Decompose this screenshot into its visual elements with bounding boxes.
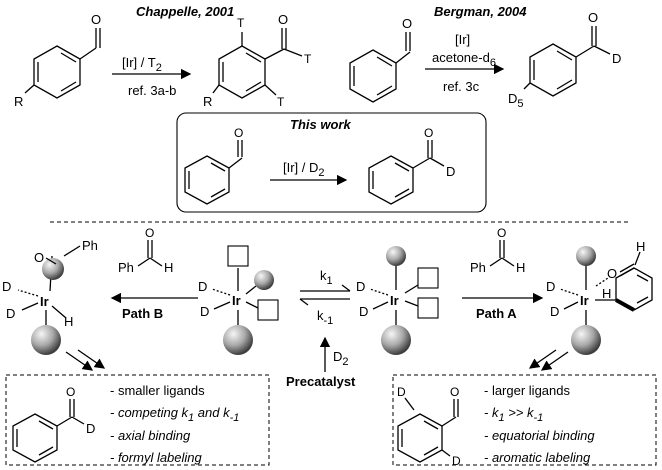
complex-cl-d-bottom: D [200,304,209,319]
complex-b-upper-sphere [42,258,64,280]
complex-cl-vacancy-side [257,299,279,321]
complex-b-lower-sphere [31,325,61,355]
right-box-item-2: - k1 >> k-1 [484,405,543,424]
complex-cl-lower-sphere [223,325,253,355]
path-b-ph: Ph [118,260,134,275]
path-a-h: H [516,260,525,275]
chappelle-product-molecule: T T O T R [203,12,312,109]
complex-cl-small-sphere [254,270,274,290]
complex-center-left: Ir D D [198,245,279,355]
complex-a-lower-sphere [571,325,601,355]
bergman-product-d5: D5 [508,91,524,110]
bergman-ref: ref. 3c [443,79,480,94]
complex-a-o: O [607,266,617,281]
right-box-d-bottom: D [452,454,461,468]
complex-cr-lower-sphere [381,325,411,355]
right-box-molecule: D O D [397,385,461,468]
complex-cl-ir: Ir [232,293,241,308]
chappelle-product-t-formyl: T [304,52,312,66]
complex-a-top-sphere [576,246,596,266]
this-work-reagent: [Ir] / D2 [283,160,325,179]
right-box-oxygen: O [450,385,459,399]
bergman-product-oxygen: O [588,10,598,25]
complex-a-d-top: D [546,279,555,294]
chappelle-start-oxygen: O [91,12,101,27]
left-box-item-2: - competing k1 and k-1 [110,405,239,424]
path-b-benzaldehyde: Ph O H [118,226,173,275]
complex-a-formyl-h: H [636,239,645,254]
chappelle-label: Chappelle, 2001 [136,4,234,19]
path-b-label: Path B [122,306,163,321]
path-a-label: Path A [476,306,517,321]
complex-a-ir: Ir [580,293,589,308]
equilibrium-arrows: k1 k-1 [299,268,351,327]
right-box-item-1: - larger ligands [484,383,570,398]
bergman-product-d: D [612,51,621,66]
this-work-label: This work [290,117,351,132]
complex-cr-vacancy-bottom [417,297,439,319]
this-work-product-molecule: O D [368,126,455,205]
right-result-box [392,374,657,466]
complex-b-d-top: D [2,279,11,294]
this-work-box [176,112,487,213]
path-b-h: H [164,260,173,275]
complex-cr-d-bottom: D [359,304,368,319]
complex-center-right: Ir D D [356,246,439,355]
chappelle-product-oxygen: O [278,12,288,27]
chappelle-ref: ref. 3a-b [128,83,176,98]
path-b-outcome-arrow [65,349,106,371]
complex-b-o: O [34,250,44,265]
this-work-start-molecule: O [184,126,243,205]
bergman-start-oxygen: O [402,16,412,31]
left-box-oxygen: O [66,385,75,399]
chappelle-product-t-top: T [237,16,245,30]
complex-path-a: Ir D D H O H [546,239,653,355]
bergman-label: Bergman, 2004 [434,4,527,19]
k1-label: k1 [320,268,333,287]
chappelle-start-r: R [14,94,23,109]
chappelle-reagent: [Ir] / T2 [122,55,162,74]
complex-b-ph: Ph [82,238,98,253]
complex-a-h: H [602,286,611,301]
bergman-reagent-ir: [Ir] [455,32,470,47]
complex-b-d-bottom: D [6,306,15,321]
this-work-product-d: D [446,164,455,179]
path-b-oxygen: O [145,226,154,240]
complex-b-h: H [64,314,73,329]
bergman-reagent-solvent: acetone-d6 [432,50,496,69]
bergman-start-molecule: O [349,16,412,103]
chappelle-start-molecule: O R [14,12,101,109]
complex-path-b: Ir D D H O Ph [2,238,98,355]
this-work-product-oxygen: O [424,126,433,140]
right-box-item-3: - equatorial binding [484,428,595,443]
chappelle-product-r: R [203,94,212,109]
right-box-item-4: - aromatic labeling [484,450,591,465]
left-result-box [5,374,270,466]
complex-cr-ir: Ir [390,293,399,308]
complex-a-d-bottom: D [550,304,559,319]
complex-cl-d-top: D [198,279,207,294]
path-a-oxygen: O [497,226,506,240]
complex-b-ir: Ir [40,294,49,309]
precatalyst-d2: D2 [333,349,349,368]
precatalyst-label: Precatalyst [286,374,356,389]
k-1-label: k-1 [317,308,333,327]
bergman-product-molecule: O D D5 [508,10,621,110]
left-box-item-3: - axial binding [110,428,191,443]
left-box-item-4: - formyl labeling [110,450,203,465]
path-a-benzaldehyde: Ph O H [470,226,525,275]
right-box-d-top: D [397,385,406,399]
complex-cr-vacancy-top [417,267,439,289]
left-box-item-1: - smaller ligands [110,383,205,398]
path-a-ph: Ph [470,260,486,275]
complex-cl-vacancy-top [227,245,249,267]
complex-cr-top-sphere [386,246,406,266]
chappelle-product-t-bottom: T [277,95,285,109]
complex-cr-d-top: D [356,279,365,294]
left-box-molecule: O D [12,385,95,463]
left-box-d: D [86,421,95,436]
path-a-outcome-arrow [528,349,569,371]
this-work-start-oxygen: O [234,126,243,140]
